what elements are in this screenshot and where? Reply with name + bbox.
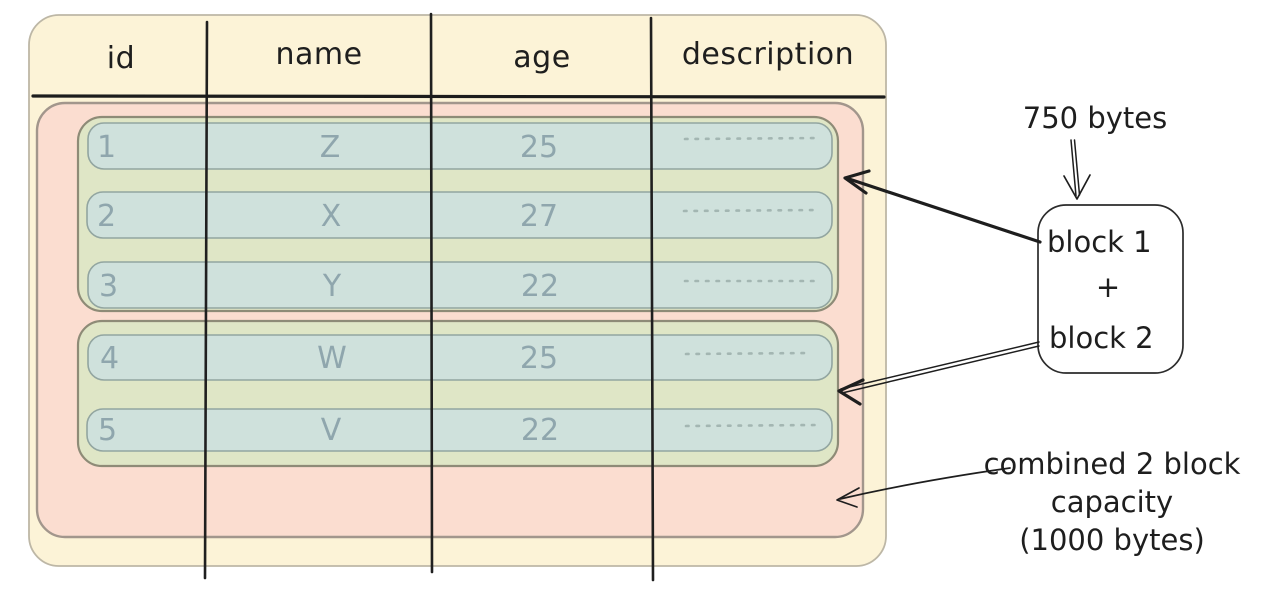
header-labels: id name age description xyxy=(107,37,854,76)
cell-name: Z xyxy=(320,130,341,165)
size-label: 750 bytes xyxy=(1023,101,1167,135)
cell-name: X xyxy=(321,199,342,234)
block-box-line-2: block 2 xyxy=(1049,321,1154,355)
block-box-plus: + xyxy=(1096,270,1120,304)
row-3-values: 3 Y 22 xyxy=(99,269,818,304)
description-placeholder-dots xyxy=(684,351,812,356)
arrow-to-block-2-shaft xyxy=(841,345,1040,394)
annotation-texts: 750 bytes block 1 + block 2 combined 2 b… xyxy=(984,101,1241,557)
column-separator xyxy=(203,20,209,580)
row-1-values: 1 Z 25 xyxy=(97,130,820,165)
table-row xyxy=(87,261,833,309)
column-separators xyxy=(203,12,655,582)
column-header-name: name xyxy=(275,37,362,72)
down-arrow-head xyxy=(1063,174,1091,200)
row-4-values: 4 W 25 xyxy=(100,341,812,376)
description-placeholder-dots xyxy=(683,136,820,141)
column-header-id: id xyxy=(107,41,135,76)
capacity-arrow-shaft xyxy=(839,467,1011,500)
row-2-values: 2 X 27 xyxy=(97,199,819,234)
capacity-label-line-2: capacity xyxy=(1051,485,1173,519)
header-underline xyxy=(31,94,886,99)
arrow-to-block-1-head xyxy=(843,169,871,195)
column-separator xyxy=(429,12,434,574)
cell-age: 25 xyxy=(520,130,558,165)
column-header-description: description xyxy=(682,37,854,72)
arrow-to-block-1 xyxy=(844,176,1042,244)
table-row xyxy=(86,191,833,239)
capacity-arrow-head xyxy=(836,487,860,508)
cell-id: 1 xyxy=(97,130,116,165)
row-values: 1 Z 25 2 X 27 3 Y 22 4 W 25 xyxy=(97,130,820,448)
cell-age: 22 xyxy=(521,269,559,304)
cell-name: Y xyxy=(322,269,342,304)
arrow-to-block-2-head xyxy=(837,378,865,406)
cell-id: 2 xyxy=(97,199,116,234)
row-5-values: 5 V 22 xyxy=(98,413,817,448)
table-row xyxy=(86,408,833,452)
table-row xyxy=(87,334,833,381)
block-sum-box xyxy=(1037,204,1184,374)
down-arrow-shaft xyxy=(1070,139,1077,197)
cell-id: 3 xyxy=(99,269,118,304)
capacity-label-line-1: combined 2 block xyxy=(984,447,1241,481)
description-placeholder-dots xyxy=(682,208,819,213)
cell-name: W xyxy=(317,341,347,376)
block-arrows xyxy=(837,169,1042,406)
arrow-to-block-2-shaft xyxy=(840,341,1040,390)
cell-age: 27 xyxy=(520,199,558,234)
table-row xyxy=(87,122,833,170)
column-header-age: age xyxy=(513,40,570,75)
description-placeholder-dots xyxy=(684,423,817,428)
cell-age: 25 xyxy=(520,341,558,376)
cell-age: 22 xyxy=(521,413,559,448)
column-separator xyxy=(649,16,655,582)
table-rows xyxy=(86,122,833,452)
capacity-arrow xyxy=(836,467,1011,508)
cell-id: 5 xyxy=(98,413,117,448)
down-arrow-shaft xyxy=(1073,139,1081,196)
size-annotation xyxy=(1063,139,1091,200)
cell-name: V xyxy=(321,413,342,448)
capacity-label-line-3: (1000 bytes) xyxy=(1019,523,1205,557)
block-box-line-1: block 1 xyxy=(1047,225,1152,259)
cell-id: 4 xyxy=(100,341,119,376)
